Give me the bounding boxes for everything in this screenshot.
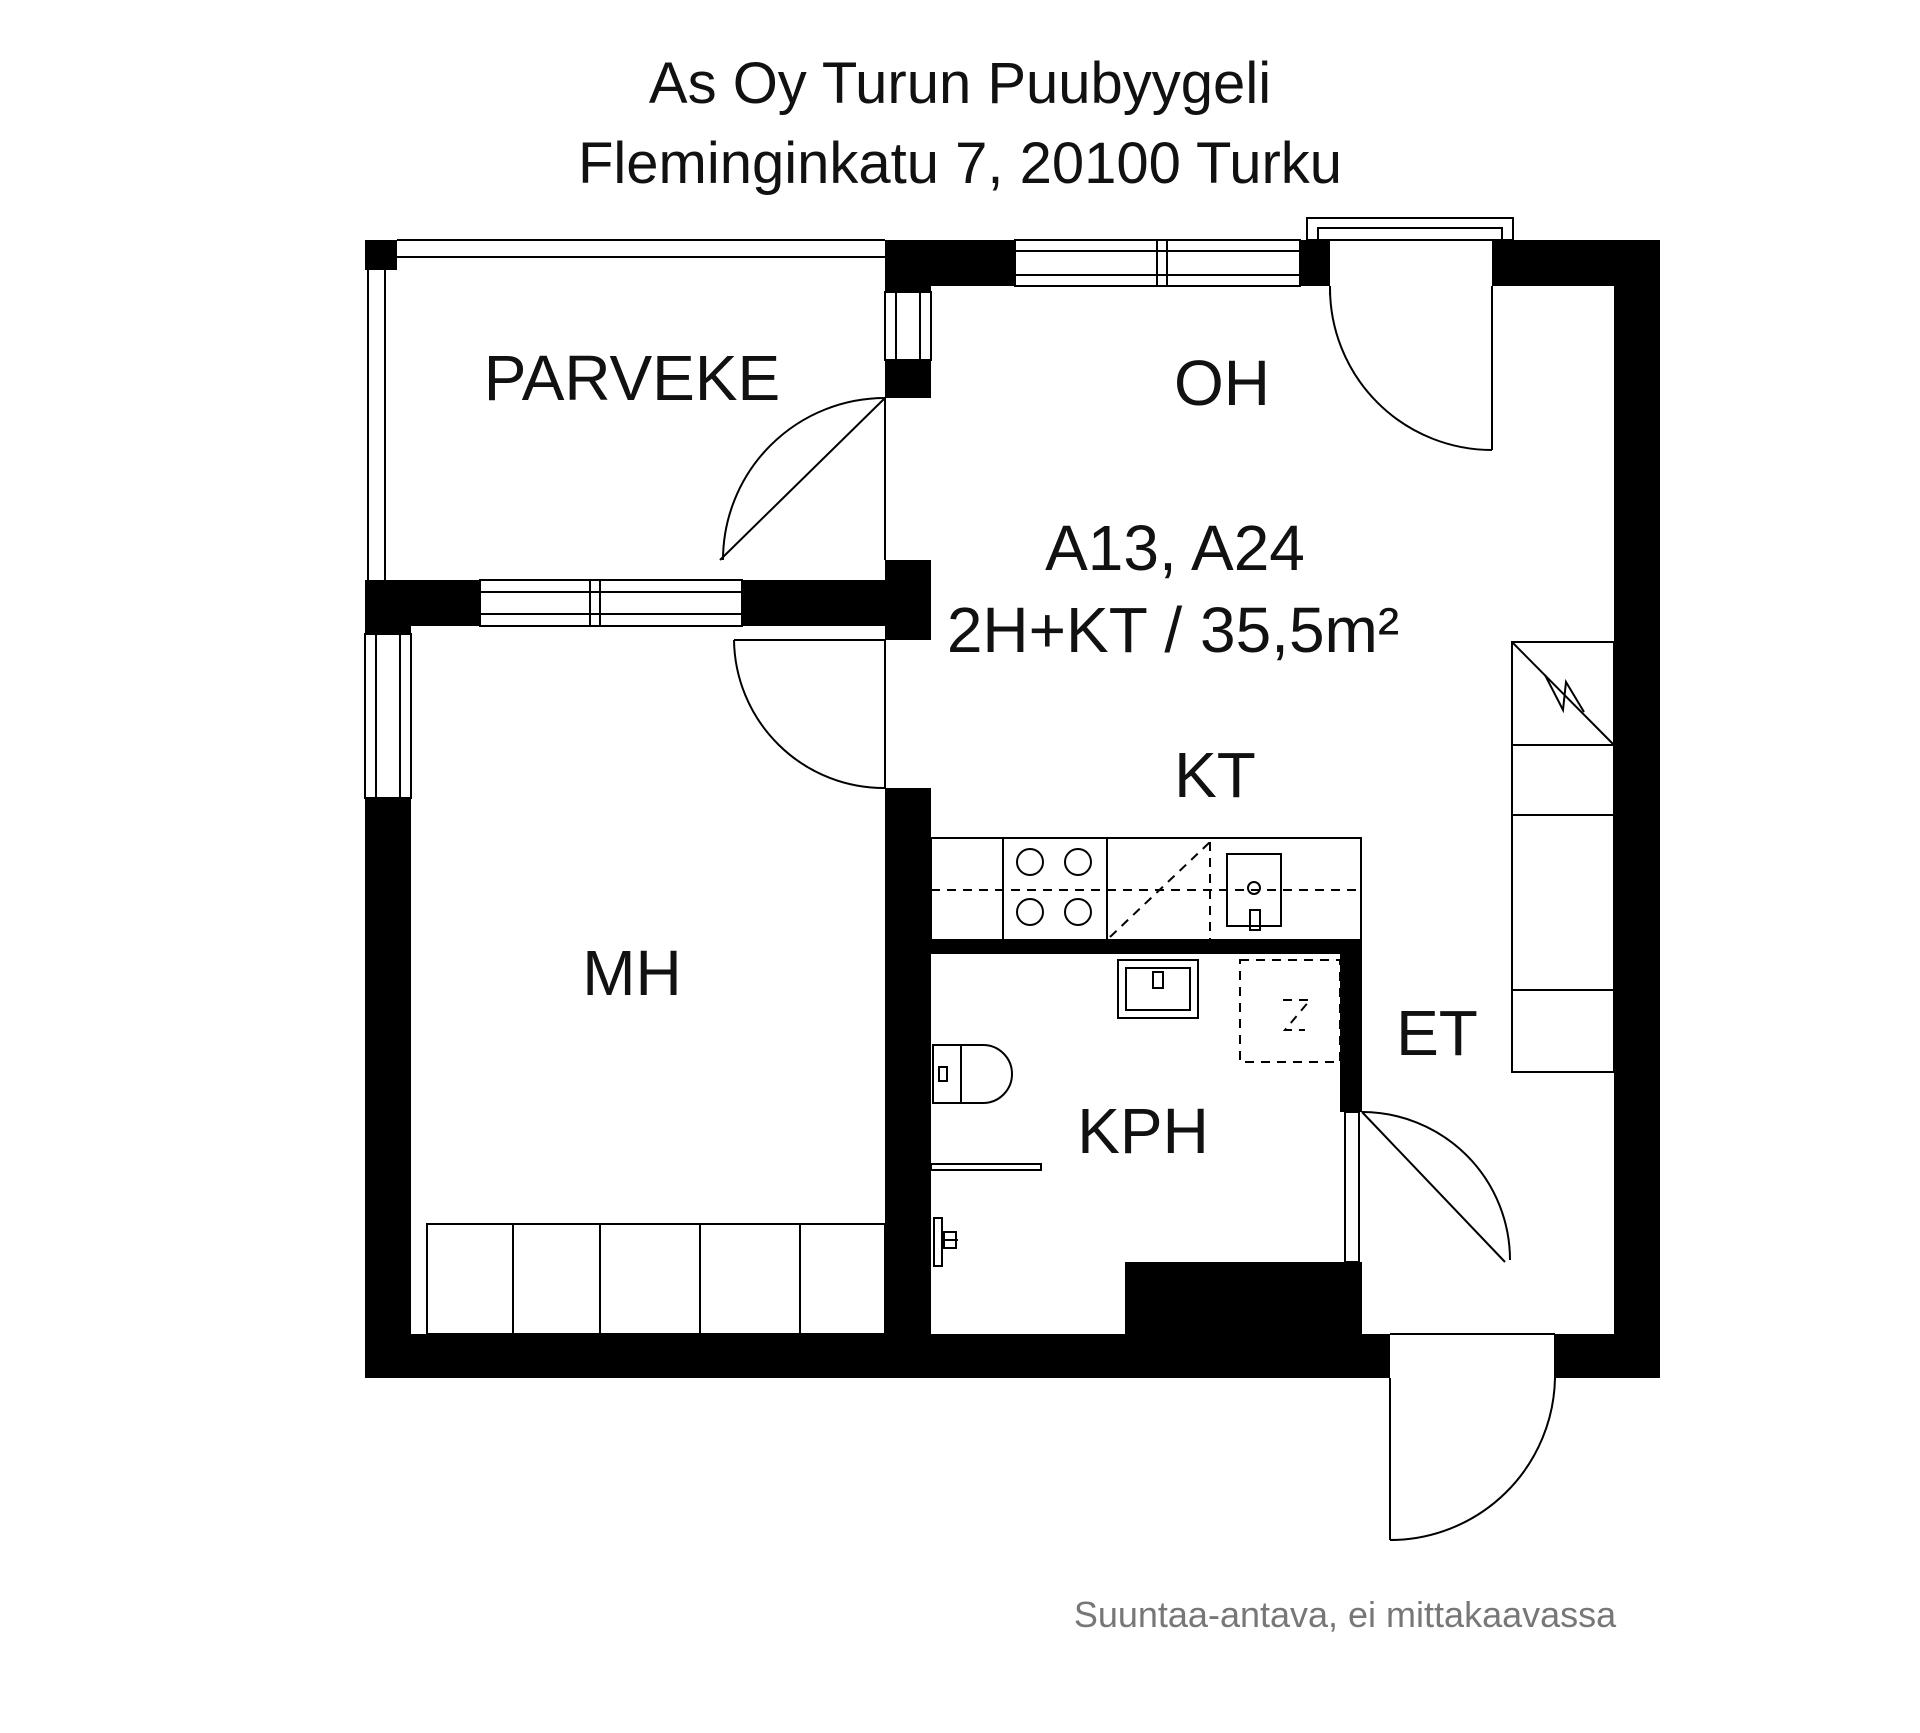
kitchen-counter	[930, 837, 1362, 941]
room-label-mh: MH	[582, 937, 682, 1009]
balcony-railing	[367, 239, 885, 580]
room-label-kt: KT	[1174, 739, 1256, 811]
plan-title: As Oy Turun Puubyygeli	[649, 51, 1271, 116]
wardrobes-mh	[426, 1223, 886, 1335]
toilet-icon	[932, 1044, 1013, 1104]
bathroom-fixtures	[930, 959, 1341, 1267]
apartment-ids: A13, A24	[1045, 512, 1305, 584]
disclaimer-note: Suuntaa-antava, ei mittakaavassa	[1074, 1594, 1617, 1635]
stove-icon	[1016, 848, 1092, 926]
room-label-oh: OH	[1174, 347, 1270, 419]
wardrobes-et	[1511, 641, 1615, 1073]
plan-address: Fleminginkatu 7, 20100 Turku	[578, 131, 1342, 196]
room-label-et: ET	[1396, 997, 1478, 1069]
windows	[364, 217, 1514, 799]
room-label-kph: KPH	[1077, 1095, 1209, 1167]
wash-basin-icon	[1117, 959, 1199, 1019]
doors	[719, 286, 1556, 1541]
shower-area	[1239, 959, 1341, 1063]
apartment-type-area: 2H+KT / 35,5m²	[947, 594, 1399, 666]
faucet-icon	[933, 1217, 958, 1267]
kitchen-sink-icon	[1226, 853, 1282, 931]
room-label-parveke: PARVEKE	[484, 342, 780, 414]
walls	[365, 240, 1660, 1378]
